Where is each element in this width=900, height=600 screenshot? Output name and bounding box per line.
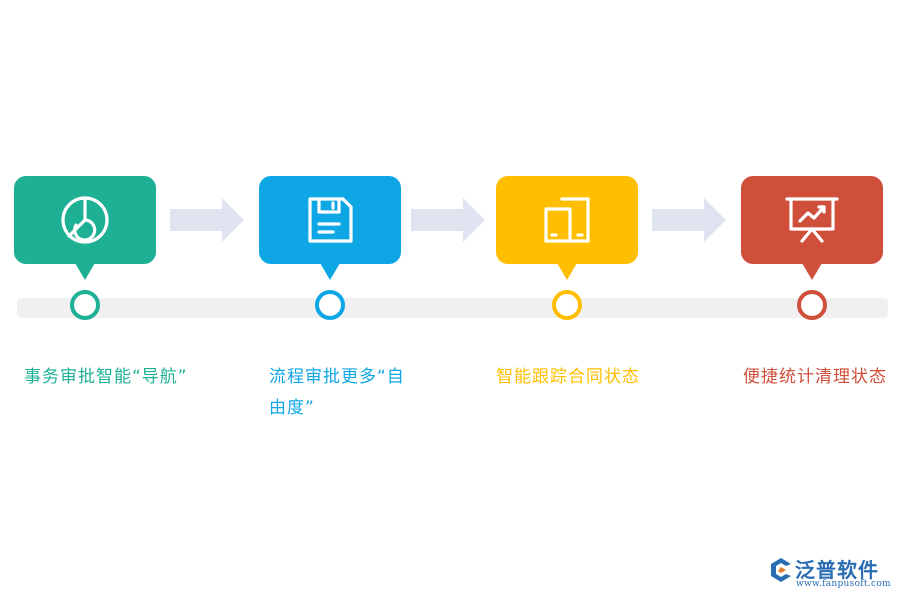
timeline-track — [17, 298, 888, 318]
brand-logo: 泛普软件 www.fanpusoft.com — [768, 554, 893, 594]
step-3-label: 智能跟踪合同状态 — [496, 367, 640, 387]
timeline-node-1 — [70, 290, 100, 320]
timeline-node-2 — [315, 290, 345, 320]
connector-arrow-2 — [411, 198, 485, 242]
step-4-card — [741, 176, 883, 280]
step-2-label: 流程审批更多“自由度” — [269, 367, 405, 418]
timeline-node-4 — [797, 290, 827, 320]
timeline-node-3 — [552, 290, 582, 320]
brand-url: www.fanpusoft.com — [796, 579, 891, 589]
brand-mark-icon — [771, 558, 791, 582]
step-2-card — [259, 176, 401, 280]
presentation-chart-icon — [785, 195, 839, 245]
connector-arrow-1 — [170, 198, 244, 242]
step-1-label: 事务审批智能“导航” — [24, 367, 188, 387]
step-3-card — [496, 176, 638, 280]
connector-arrow-3 — [652, 198, 726, 242]
step-4-label: 便捷统计清理状态 — [743, 367, 887, 387]
save-document-icon — [305, 195, 355, 245]
timer-circle-icon — [59, 194, 111, 246]
brand-name: 泛普软件 — [795, 558, 879, 582]
step-1-card — [14, 176, 156, 280]
copy-document-icon — [542, 195, 592, 245]
